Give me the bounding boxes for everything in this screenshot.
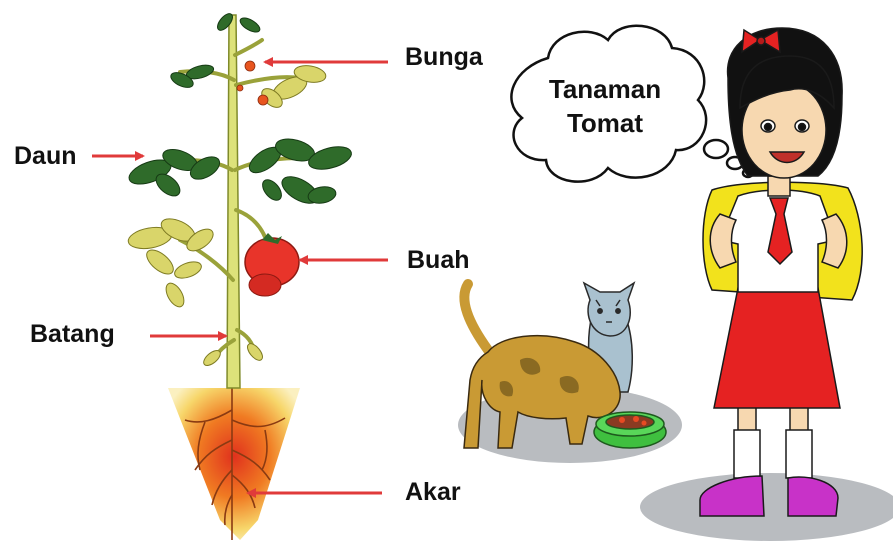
label-batang: Batang	[30, 322, 115, 347]
girl-shadow	[640, 473, 893, 541]
tomato-fruit	[245, 233, 299, 296]
label-daun: Daun	[14, 144, 77, 169]
label-buah: Buah	[407, 248, 470, 273]
food-bowl	[594, 412, 666, 448]
cats-scene	[458, 283, 682, 463]
red-skirt	[714, 288, 840, 408]
thought-line-2: Tomat	[520, 106, 690, 140]
thought-dot-1	[704, 140, 728, 158]
green-leaves	[126, 11, 354, 209]
soil-area	[168, 388, 300, 540]
thought-bubble-text: Tanaman Tomat	[520, 72, 690, 140]
thought-line-1: Tanaman	[520, 72, 690, 106]
label-akar: Akar	[405, 480, 461, 505]
label-bunga: Bunga	[405, 45, 483, 70]
tomato-plant	[126, 11, 354, 540]
